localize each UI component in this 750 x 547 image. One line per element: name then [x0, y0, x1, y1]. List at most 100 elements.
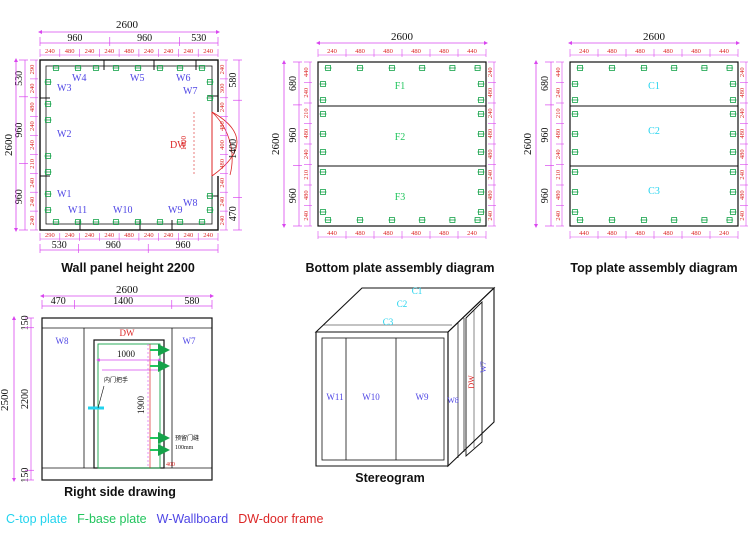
ceiling-label-c2: C2 — [648, 126, 660, 137]
plan-top-small-dim: 480 — [124, 48, 134, 55]
legend-door: DW-door frame — [238, 512, 324, 526]
plan-top-small-dim: 480 — [65, 48, 75, 55]
bp-locks-lock — [474, 217, 482, 223]
bp-locks-lock — [477, 81, 485, 87]
bottom-plate-outline — [317, 61, 487, 227]
tp-locks-lock — [726, 217, 734, 223]
top-plate-top-total: 2600 — [643, 31, 666, 43]
stereo-open-door — [465, 300, 483, 457]
plan-bottom-dim: 960 — [106, 240, 121, 251]
ceiling-label-c1: C1 — [648, 81, 660, 92]
panel-plan-left-total: 2600 — [3, 134, 15, 157]
side-view: 内门把手 预留门缝 100mm 400 1000 1900 W8 W7 DW 2… — [0, 284, 214, 499]
plan-left-small-dim: 290 — [29, 65, 36, 75]
bp-locks-lock — [356, 217, 364, 223]
plan-left-small-dim: 240 — [29, 178, 36, 188]
top-plate-outline — [569, 61, 739, 227]
bp-left-dim: 960 — [288, 188, 299, 203]
bp-left-dim: 960 — [288, 128, 299, 143]
tp-locks-lock — [729, 97, 737, 103]
plan-lock — [206, 207, 214, 213]
bp-top-small-dim: 480 — [411, 48, 421, 55]
tp-locks-lock — [729, 111, 737, 117]
side-door-frame — [93, 339, 165, 469]
side-left-total: 2500 — [0, 389, 11, 412]
stereo-w11: W11 — [326, 392, 343, 402]
plan-bottom-small-dim: 240 — [183, 232, 193, 239]
tp-left-small-dim: 480 — [555, 129, 562, 139]
side-view-caption: Right side drawing — [64, 485, 176, 499]
side-wall-w8: W8 — [56, 336, 69, 346]
plan-lock — [92, 65, 100, 71]
wall-label-w8: W8 — [183, 198, 197, 209]
plan-lock — [44, 169, 52, 175]
wall-label-w4: W4 — [72, 73, 86, 84]
bp-bottom-small-dim: 480 — [411, 230, 421, 237]
stereo-c1: C1 — [412, 286, 423, 296]
door-swing-arc — [211, 111, 233, 176]
plan-lock — [44, 101, 52, 107]
tp-top-small-dim: 240 — [579, 48, 589, 55]
plan-lock — [74, 219, 82, 225]
plan-lock — [156, 219, 164, 225]
plan-top-dim: 960 — [67, 33, 82, 44]
wall-label-w10: W10 — [113, 205, 132, 216]
bp-locks-lock — [319, 149, 327, 155]
tp-left-small-dim: 210 — [555, 170, 562, 180]
plan-bottom-small-dim: 240 — [65, 232, 75, 239]
plan-lock — [176, 65, 184, 71]
tp-bottom-small-dim: 240 — [719, 230, 729, 237]
side-hinge-gap: 100mm — [175, 445, 194, 451]
tp-locks-lock — [700, 217, 708, 223]
side-left-dim: 150 — [20, 468, 31, 483]
plan-left-small-dim: 480 — [29, 102, 36, 112]
tp-bottom-small-dim: 480 — [663, 230, 673, 237]
tp-locks-lock — [729, 189, 737, 195]
tp-locks-lock — [576, 65, 584, 71]
stereogram — [314, 286, 496, 468]
side-handle-note: 内门把手 — [104, 376, 128, 384]
tp-bottom-small-dim: 480 — [635, 230, 645, 237]
tp-right-small-dim: 240 — [739, 67, 746, 77]
tp-right-small-dim: 480 — [739, 88, 746, 98]
plan-right-small-dim: 480 — [219, 159, 226, 169]
plan-lock — [198, 219, 206, 225]
bp-locks-lock — [319, 209, 327, 215]
plan-lock — [92, 219, 100, 225]
bp-right-small-dim: 480 — [487, 129, 494, 139]
plan-top-small-dim: 240 — [104, 48, 114, 55]
side-top-dim: 1400 — [113, 296, 133, 307]
wall-label-w6: W6 — [176, 73, 190, 84]
tp-locks-lock — [571, 149, 579, 155]
stereo-side-face — [447, 286, 495, 468]
tp-right-small-dim: 480 — [739, 129, 746, 139]
plan-top-dim: 960 — [137, 33, 152, 44]
wall-label-w3: W3 — [57, 83, 71, 94]
tp-locks-lock — [726, 65, 734, 71]
bottom-plate-top-total: 2600 — [391, 31, 414, 43]
plan-right-small-dim: 240 — [219, 216, 226, 226]
tp-right-small-dim: 240 — [739, 170, 746, 180]
legend-ceiling: C-top plate — [6, 512, 68, 526]
bp-locks-lock — [388, 217, 396, 223]
bp-locks-lock — [477, 149, 485, 155]
plan-right-small-dim: 400 — [219, 140, 226, 150]
bottom-plate-caption: Bottom plate assembly diagram — [306, 261, 495, 275]
plan-lock — [44, 207, 52, 213]
side-top-dim: 470 — [51, 296, 66, 307]
floor-label-f2: F2 — [395, 132, 406, 143]
side-left-dim: 2200 — [20, 389, 31, 409]
stereo-c3: C3 — [383, 317, 394, 327]
bp-top-small-dim: 440 — [467, 48, 477, 55]
stereo-c2: C2 — [397, 299, 408, 309]
door-label: DW — [170, 140, 187, 151]
plan-bottom-dim: 960 — [176, 240, 191, 251]
plan-bottom-small-dim: 240 — [164, 232, 174, 239]
floor-label-f3: F3 — [395, 192, 406, 203]
tp-left-dim: 960 — [540, 188, 551, 203]
tp-left-small-dim: 210 — [555, 108, 562, 118]
tp-bottom-small-dim: 480 — [691, 230, 701, 237]
bp-right-small-dim: 480 — [487, 190, 494, 200]
